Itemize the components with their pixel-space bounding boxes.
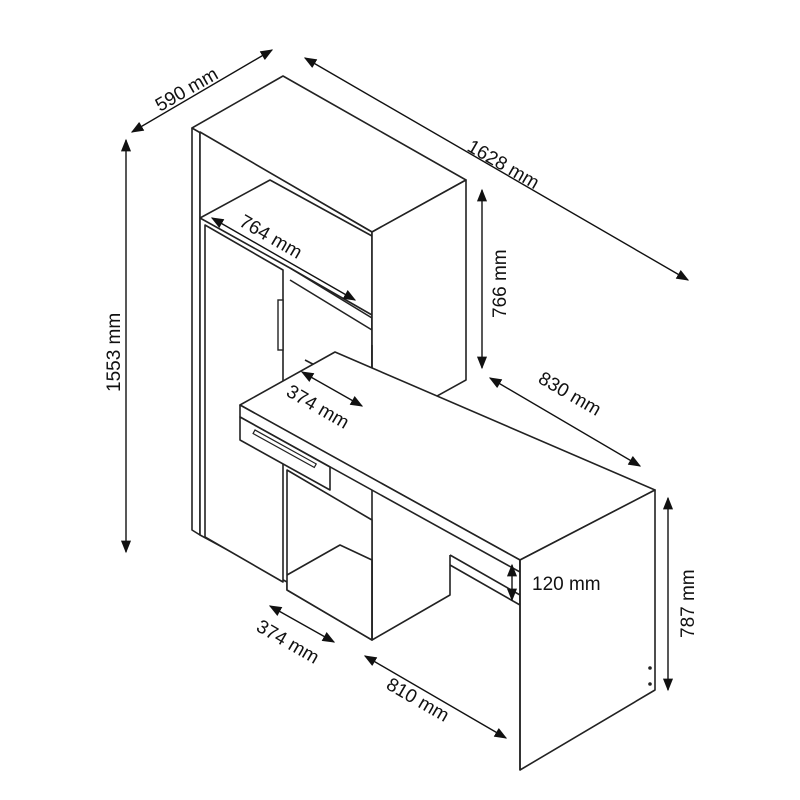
label-120: 120 mm [532, 574, 601, 595]
label-1553: 1553 mm [104, 313, 125, 392]
tall-unit-side [191, 127, 201, 536]
label-1628: 1628 mm [464, 136, 543, 194]
furniture-drawing [191, 75, 656, 771]
dim-374-lower [268, 605, 336, 643]
leveler-dot [648, 682, 652, 686]
door-handle [277, 299, 284, 351]
label-374-lower: 374 mm [253, 616, 323, 669]
lower-shelf [286, 544, 451, 641]
drawer-handle [252, 429, 318, 469]
dim-810 [363, 655, 508, 739]
dim-830 [488, 377, 642, 467]
label-766: 766 mm [490, 249, 511, 318]
leveler-dot [648, 666, 652, 670]
label-590: 590 mm [152, 64, 222, 117]
dim-374-upper [300, 371, 364, 407]
dim-1628 [303, 57, 690, 281]
dim-590 [130, 49, 274, 133]
label-830: 830 mm [535, 368, 605, 421]
label-787: 787 mm [678, 569, 699, 638]
dimension-lines [120, 49, 690, 739]
dim-764 [210, 217, 357, 301]
